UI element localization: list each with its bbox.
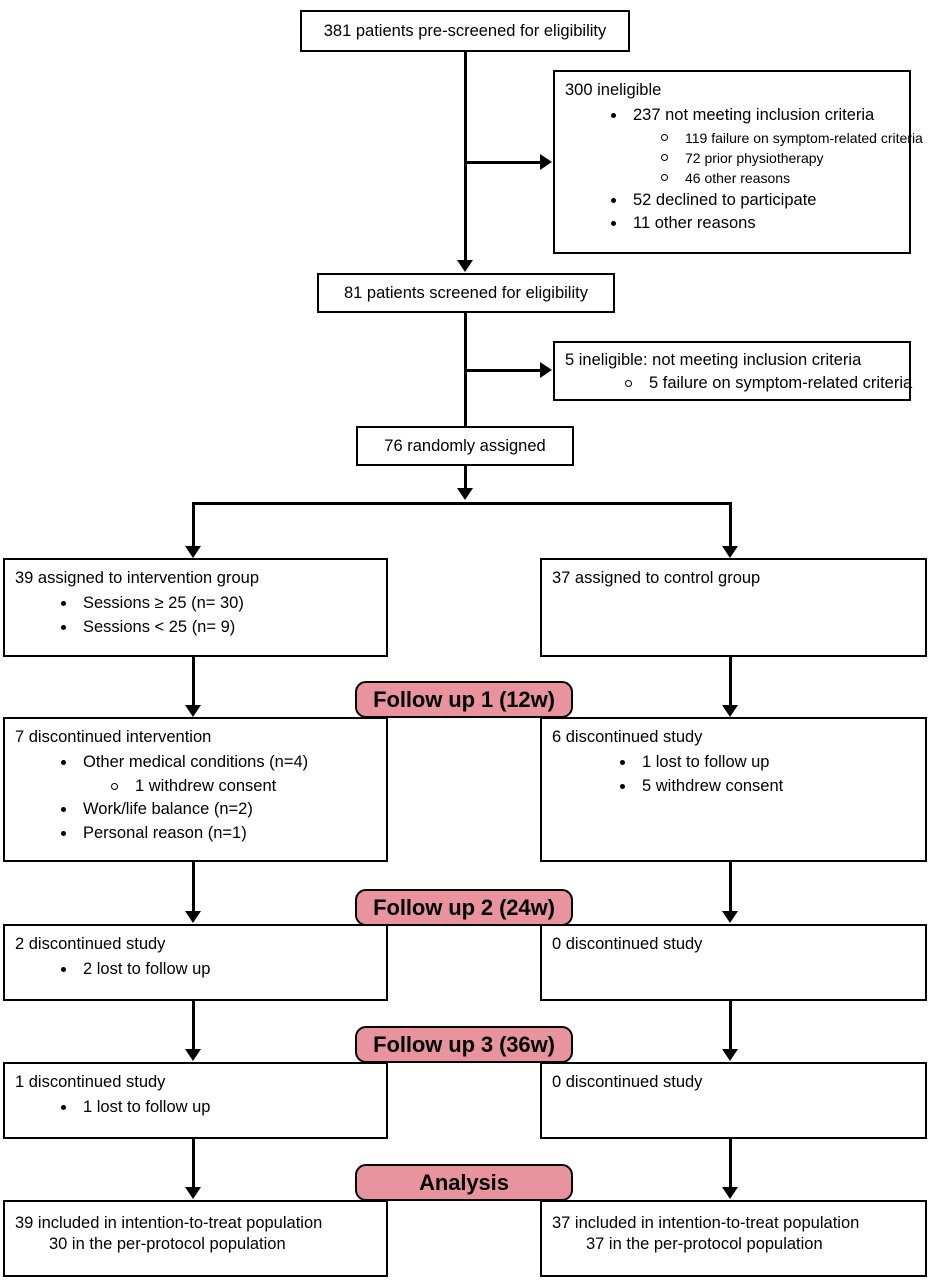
- node-prescreened-label: 381 patients pre-screened for eligibilit…: [323, 22, 607, 40]
- ineligible-300-sub-bullets: 119 failure on symptom-related criteria …: [633, 128, 923, 189]
- connector-fu2-control-to-fu3: [729, 1001, 732, 1051]
- connector-control-alloc-to-fu1: [729, 657, 732, 707]
- connector-split-left: [192, 502, 195, 548]
- connector-prescreened-to-screened: [464, 52, 467, 262]
- connector-fu2-intervention-to-fu3: [192, 1001, 195, 1051]
- ineligible-5-sub-bullets: 5 failure on symptom-related criteria: [565, 372, 912, 395]
- badge-follow-up-3: Follow up 3 (36w): [355, 1026, 573, 1063]
- node-fu1-intervention: 7 discontinued intervention Other medica…: [3, 717, 388, 862]
- node-screened: 81 patients screened for eligibility: [317, 273, 615, 313]
- node-fu1-control-label: 6 discontinued study: [552, 728, 703, 746]
- arrow-into-analysis-control: [722, 1187, 738, 1199]
- arrow-into-fu1-intervention: [185, 705, 201, 717]
- node-ineligible-300-label: 300 ineligible: [565, 81, 662, 99]
- connector-fu1-control-to-fu2: [729, 862, 732, 912]
- connector-fu3-intervention-to-analysis: [192, 1139, 195, 1189]
- arrow-into-fu3-control: [722, 1049, 738, 1061]
- node-fu3-control-label: 0 discontinued study: [552, 1073, 703, 1091]
- list-item: Other medical conditions (n=4) 1 withdre…: [61, 751, 376, 798]
- node-analysis-intervention: 39 included in intention-to-treat popula…: [3, 1200, 388, 1277]
- node-analysis-intervention-line2: 30 in the per-protocol population: [49, 1235, 286, 1254]
- badge-follow-up-2-label: Follow up 2 (24w): [373, 894, 555, 920]
- node-intervention-allocation: 39 assigned to intervention group Sessio…: [3, 558, 388, 657]
- badge-follow-up-1-label: Follow up 1 (12w): [373, 686, 555, 712]
- node-fu3-intervention-label: 1 discontinued study: [15, 1073, 166, 1091]
- node-fu2-control: 0 discontinued study: [540, 924, 927, 1001]
- fu1-control-bullets: 1 lost to follow up 5 withdrew consent: [552, 751, 915, 798]
- badge-follow-up-3-label: Follow up 3 (36w): [373, 1031, 555, 1057]
- list-item: 237 not meeting inclusion criteria 119 f…: [611, 104, 923, 189]
- node-control-allocation: 37 assigned to control group: [540, 558, 927, 657]
- node-analysis-control: 37 included in intention-to-treat popula…: [540, 1200, 927, 1277]
- list-item: 1 lost to follow up: [620, 751, 915, 774]
- list-item: 119 failure on symptom-related criteria: [661, 128, 923, 148]
- connector-to-ineligible-300: [464, 161, 546, 164]
- node-randomized-label: 76 randomly assigned: [384, 437, 546, 455]
- list-item: 2 lost to follow up: [61, 958, 376, 981]
- connector-to-ineligible-5: [464, 369, 546, 372]
- list-item: 46 other reasons: [661, 168, 899, 188]
- node-intervention-allocation-label: 39 assigned to intervention group: [15, 569, 260, 587]
- connector-fu3-control-to-analysis: [729, 1139, 732, 1189]
- node-screened-label: 81 patients screened for eligibility: [344, 284, 588, 302]
- node-fu3-control: 0 discontinued study: [540, 1062, 927, 1139]
- list-item: 5 withdrew consent: [620, 775, 915, 798]
- list-item: Sessions ≥ 25 (n= 30): [61, 592, 376, 615]
- node-analysis-control-line1: 37 included in intention-to-treat popula…: [552, 1214, 860, 1232]
- node-control-allocation-label: 37 assigned to control group: [552, 569, 761, 587]
- list-item: 1 lost to follow up: [61, 1096, 376, 1119]
- fu3-intervention-bullets: 1 lost to follow up: [15, 1096, 376, 1119]
- node-ineligible-5: 5 ineligible: not meeting inclusion crit…: [553, 341, 912, 401]
- intervention-allocation-bullets: Sessions ≥ 25 (n= 30) Sessions < 25 (n= …: [15, 592, 376, 639]
- arrow-into-analysis-intervention: [185, 1187, 201, 1199]
- node-fu2-intervention-label: 2 discontinued study: [15, 935, 166, 953]
- fu1-intervention-bullets: Other medical conditions (n=4) 1 withdre…: [15, 751, 376, 845]
- node-analysis-intervention-line1: 39 included in intention-to-treat popula…: [15, 1214, 323, 1232]
- list-item: Personal reason (n=1): [61, 822, 376, 845]
- connector-randomized-stem: [464, 466, 467, 490]
- arrow-into-fu2-control: [722, 911, 738, 923]
- arrow-into-fu3-intervention: [185, 1049, 201, 1061]
- connector-split-right: [729, 502, 732, 548]
- node-fu3-intervention: 1 discontinued study 1 lost to follow up: [3, 1062, 388, 1139]
- arrow-into-fu1-control: [722, 705, 738, 717]
- node-ineligible-5-label: 5 ineligible: not meeting inclusion crit…: [565, 351, 862, 369]
- list-item: 5 failure on symptom-related criteria: [625, 372, 912, 395]
- node-fu1-control: 6 discontinued study 1 lost to follow up…: [540, 717, 927, 862]
- node-randomized: 76 randomly assigned: [356, 426, 574, 466]
- arrow-randomized-stem: [457, 488, 473, 500]
- fu1-intervention-sub-bullets: 1 withdrew consent: [83, 775, 376, 798]
- list-item: Sessions < 25 (n= 9): [61, 616, 376, 639]
- arrow-into-fu2-intervention: [185, 911, 201, 923]
- list-item: Work/life balance (n=2): [61, 798, 376, 821]
- badge-analysis-label: Analysis: [419, 1169, 509, 1195]
- arrow-into-control-alloc: [722, 546, 738, 558]
- node-ineligible-300: 300 ineligible 237 not meeting inclusion…: [553, 70, 923, 254]
- list-item: 1 withdrew consent: [111, 775, 376, 798]
- badge-follow-up-2: Follow up 2 (24w): [355, 889, 573, 926]
- list-item: 52 declined to participate: [611, 189, 899, 212]
- node-fu1-intervention-label: 7 discontinued intervention: [15, 728, 212, 746]
- list-item: 11 other reasons: [611, 212, 899, 235]
- connector-fu1-intervention-to-fu2: [192, 862, 195, 912]
- node-analysis-control-line2: 37 in the per-protocol population: [586, 1235, 823, 1254]
- arrow-into-ineligible-300: [540, 154, 552, 170]
- arrow-into-intervention-alloc: [185, 546, 201, 558]
- node-fu2-control-label: 0 discontinued study: [552, 935, 703, 953]
- ineligible-300-bullets: 237 not meeting inclusion criteria 119 f…: [565, 104, 923, 235]
- node-fu2-intervention: 2 discontinued study 2 lost to follow up: [3, 924, 388, 1001]
- list-item: 72 prior physiotherapy: [661, 148, 899, 168]
- node-prescreened: 381 patients pre-screened for eligibilit…: [300, 10, 630, 52]
- arrow-into-ineligible-5: [540, 362, 552, 378]
- fu2-intervention-bullets: 2 lost to follow up: [15, 958, 376, 981]
- connector-split-horizontal: [192, 502, 732, 505]
- badge-analysis: Analysis: [355, 1164, 573, 1201]
- arrow-into-screened: [457, 260, 473, 272]
- badge-follow-up-1: Follow up 1 (12w): [355, 681, 573, 718]
- connector-intervention-alloc-to-fu1: [192, 657, 195, 707]
